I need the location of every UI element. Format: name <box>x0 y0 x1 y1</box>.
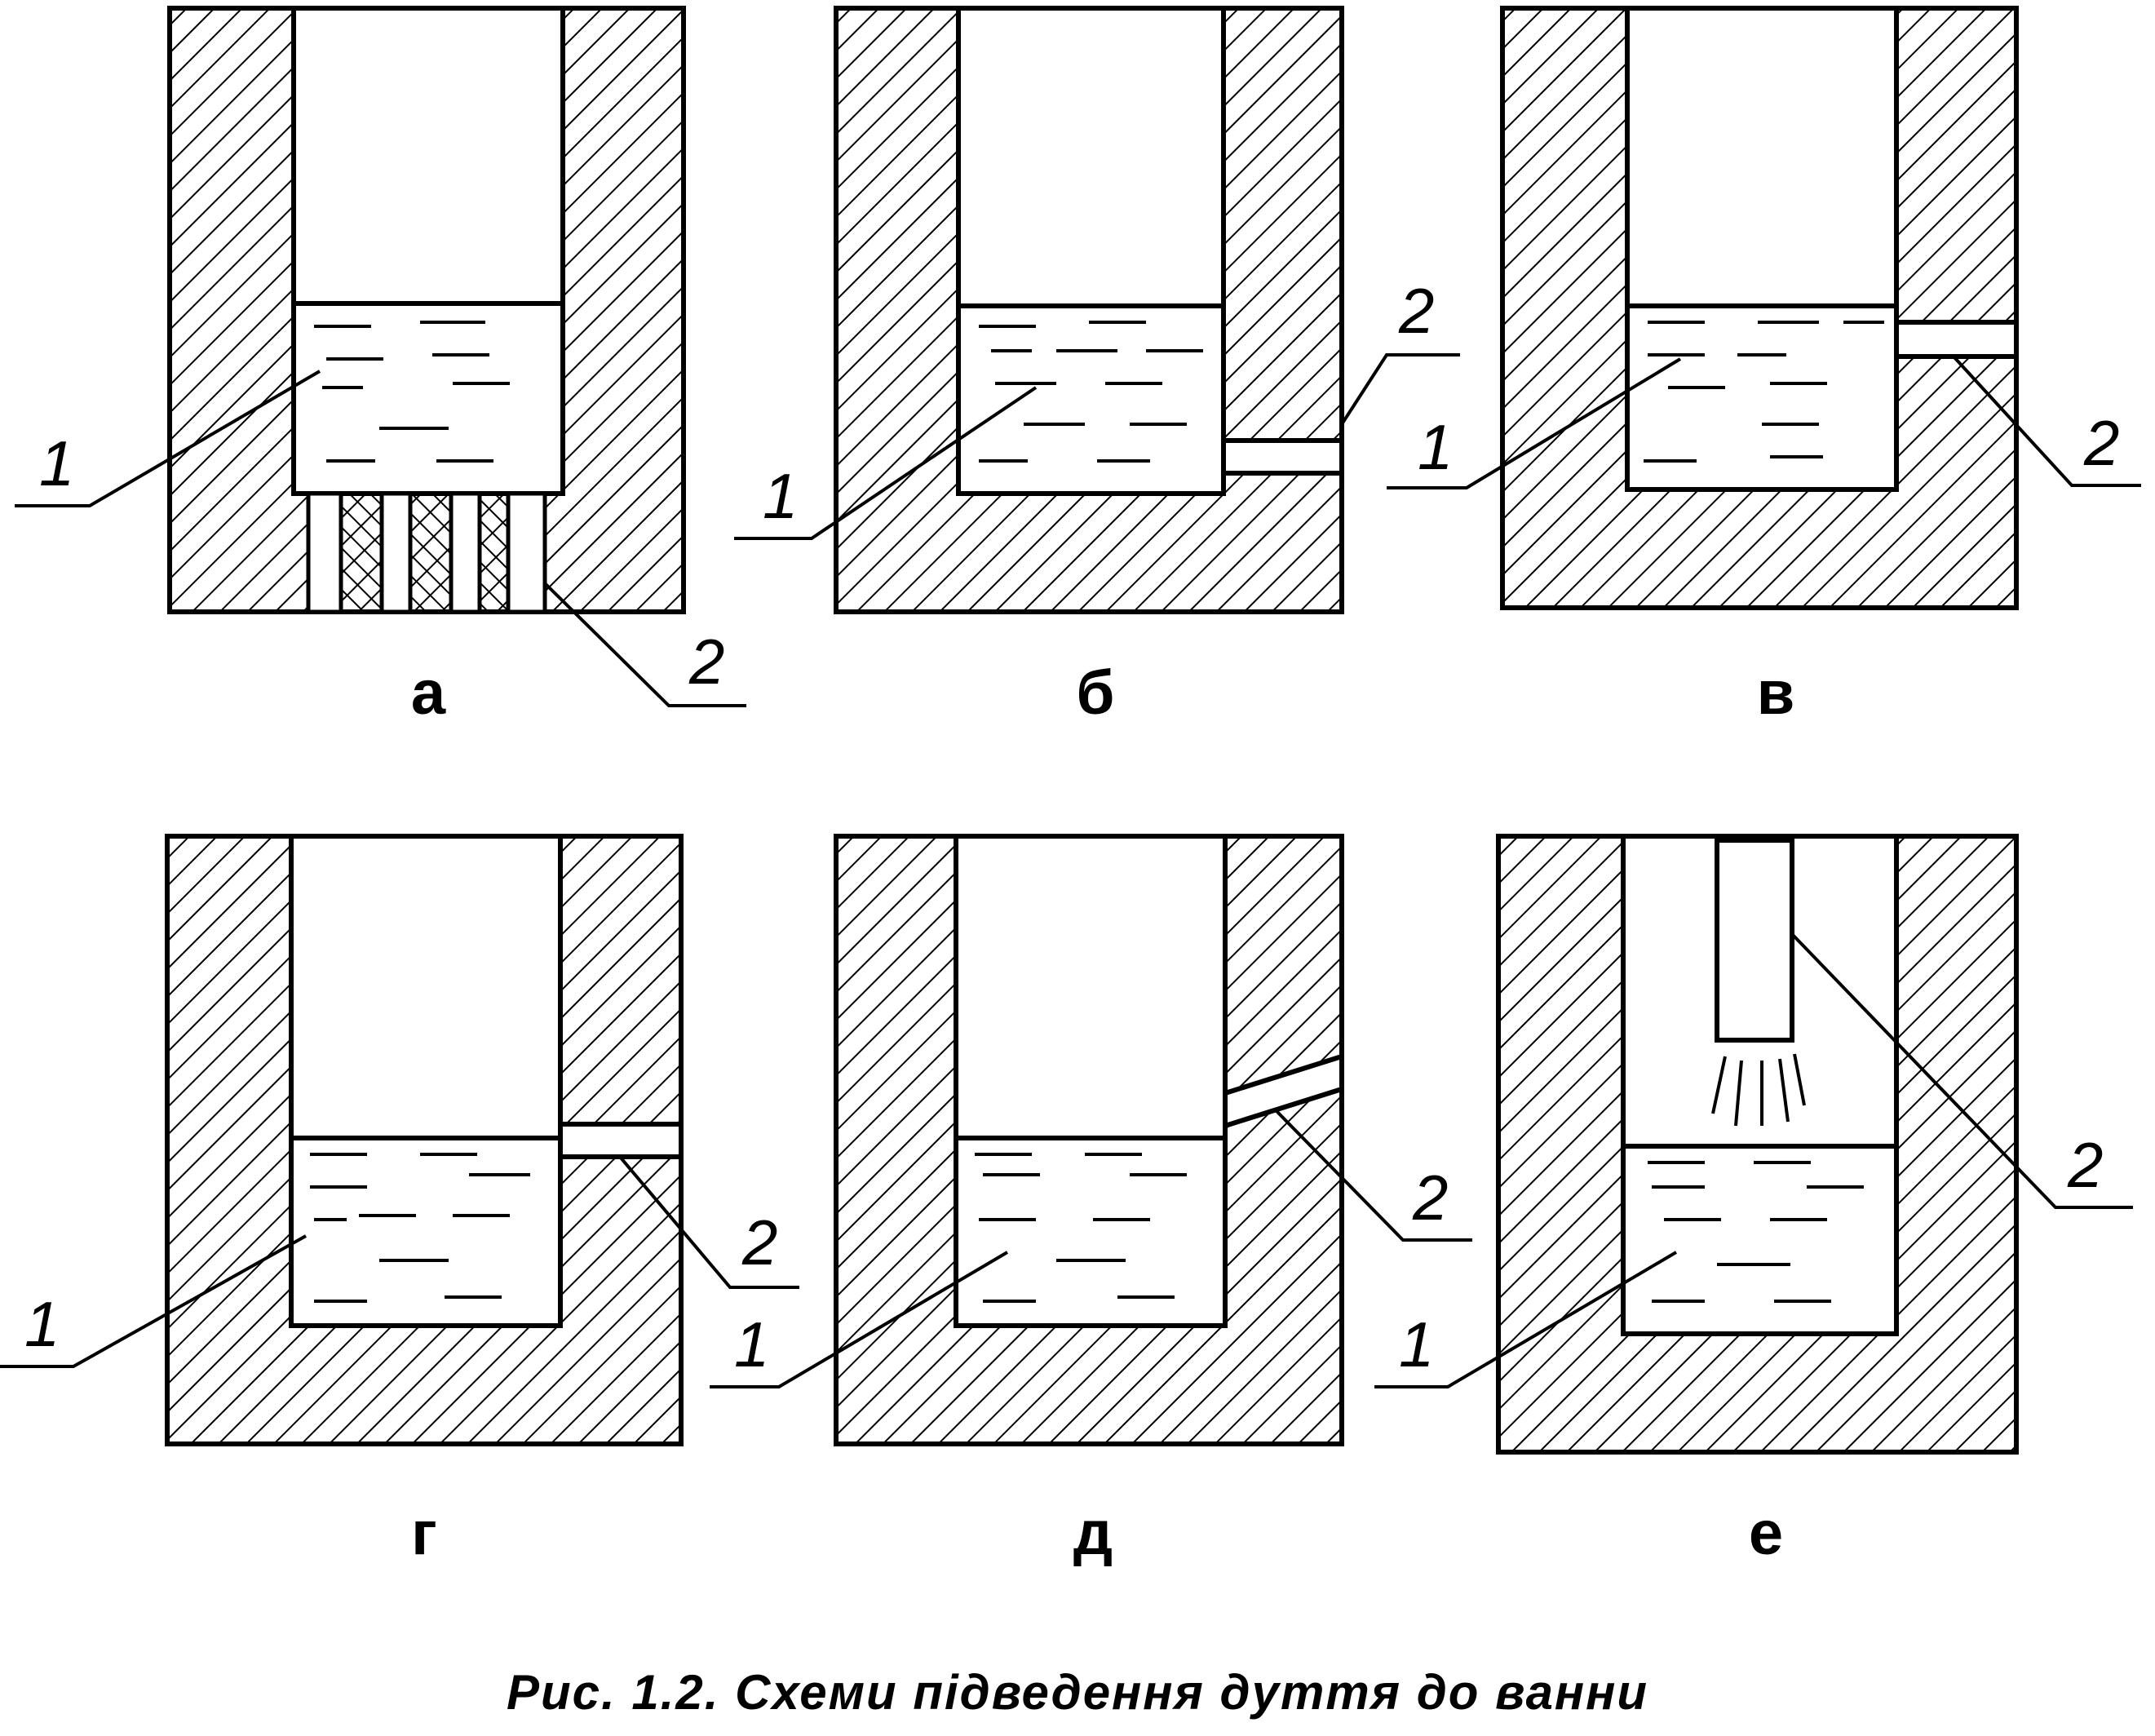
bath-dashes <box>975 1153 1187 1303</box>
leader-1 <box>15 370 321 507</box>
panel-d: 1 2 д <box>710 834 1472 1568</box>
bath-dashes <box>1644 321 1884 463</box>
cavity <box>291 6 565 496</box>
gas-jet <box>1711 1053 1806 1127</box>
callout-2: 2 <box>1412 1162 1448 1233</box>
figure-caption: Рис. 1.2. Схеми підведення дуття до ванн… <box>506 1665 1649 1720</box>
callout-1: 1 <box>24 1288 60 1360</box>
callout-1: 1 <box>734 1309 769 1380</box>
panel-e: 1 2 е <box>1374 834 2133 1568</box>
panel-letter: д <box>1073 1499 1113 1568</box>
panel-v: 1 2 в <box>1387 6 2141 728</box>
leader-1 <box>710 1251 1009 1388</box>
leader-2 <box>1952 355 2141 487</box>
panel-letter: г <box>411 1499 437 1568</box>
leader-2 <box>1790 932 2133 1209</box>
bottom-tuyeres <box>306 491 547 614</box>
leader-2 <box>1275 1109 1472 1242</box>
callout-1: 1 <box>39 427 74 499</box>
side-tuyere <box>1894 320 2019 359</box>
callout-1: 1 <box>1418 411 1453 483</box>
bath-dashes <box>979 321 1203 463</box>
leader-1 <box>0 1234 307 1368</box>
leader-2 <box>1340 353 1460 426</box>
bath-dashes <box>314 321 510 463</box>
leader-1 <box>1387 357 1682 489</box>
cavity <box>289 834 563 1328</box>
leader-1 <box>734 386 1038 540</box>
panel-letter: б <box>1077 658 1115 728</box>
panel-letter: а <box>411 658 446 728</box>
cavity <box>956 6 1226 496</box>
panel-g: 1 2 г <box>0 834 799 1568</box>
leader-2 <box>543 582 746 707</box>
top-lance <box>1715 838 1794 1043</box>
inclined-tuyere <box>1223 1052 1344 1130</box>
bath-dashes <box>310 1153 530 1303</box>
panel-a: 1 2 а <box>15 6 746 728</box>
leader-2 <box>618 1155 799 1289</box>
leader-1 <box>1374 1251 1678 1388</box>
cavity <box>954 834 1228 1328</box>
callout-2: 2 <box>2083 407 2119 479</box>
callout-2: 2 <box>1398 275 1434 347</box>
callout-2: 2 <box>2067 1129 2103 1201</box>
callout-2: 2 <box>741 1207 777 1278</box>
panel-b: 1 2 б <box>734 6 1460 728</box>
callout-1: 1 <box>1399 1309 1434 1380</box>
side-tuyere <box>1221 438 1344 476</box>
cavity <box>1625 6 1899 492</box>
side-tuyere <box>558 1122 684 1159</box>
panel-letter: е <box>1749 1499 1783 1568</box>
panel-letter: в <box>1757 658 1795 728</box>
callout-2: 2 <box>688 626 724 698</box>
callout-1: 1 <box>763 460 798 532</box>
bath-dashes <box>1648 1161 1864 1303</box>
